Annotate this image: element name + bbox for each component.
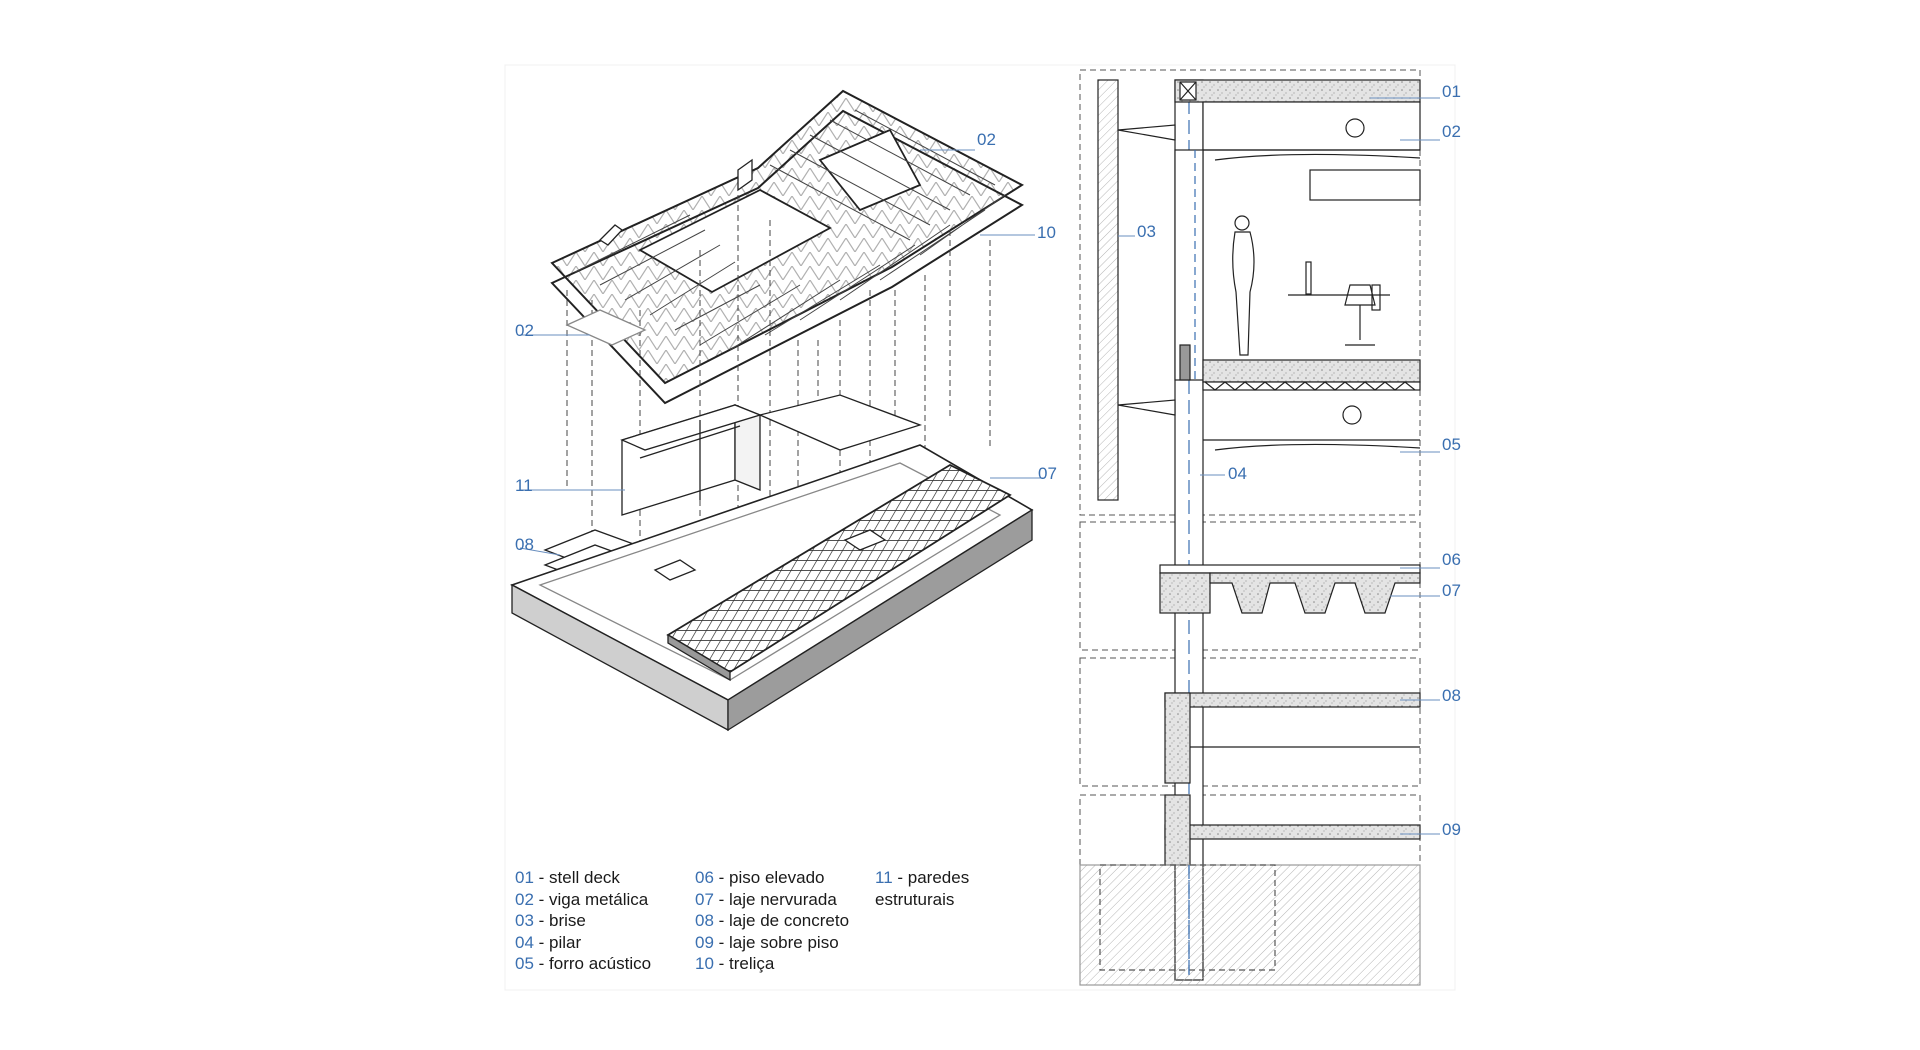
callout-sec-08: 08 (1442, 686, 1461, 705)
callout-sec-03: 03 (1137, 222, 1156, 241)
steel-deck-mid (1202, 359, 1421, 383)
legend-item: 10 - treliça (695, 954, 775, 973)
callout-sec-07: 07 (1442, 581, 1461, 600)
legend-item: 01 - stell deck (515, 868, 620, 887)
callout-sec-06: 06 (1442, 550, 1461, 569)
callout-axo-08: 08 (515, 535, 534, 554)
callout-sec-04: 04 (1228, 464, 1247, 483)
section-leaders (1118, 97, 1440, 835)
legend-item: 03 - brise (515, 911, 586, 930)
legend-item: 08 - laje de concreto (695, 911, 850, 930)
raised-floor (1159, 564, 1421, 574)
callout-sec-02: 02 (1442, 122, 1461, 141)
legend-item: 11 - paredes (875, 868, 970, 887)
callout-axo-07: 07 (1038, 464, 1057, 483)
callout-sec-05: 05 (1442, 435, 1461, 454)
beam-plate-left (565, 309, 647, 346)
axo-leaders (519, 149, 1045, 556)
legend-item: 09 - laje sobre piso (695, 932, 839, 952)
legend-item-continuation: estruturais (875, 889, 955, 909)
skylight (843, 529, 887, 551)
foundation (1079, 864, 1421, 986)
wall-section (1079, 69, 1421, 986)
legend-item: 04 - pilar (515, 932, 582, 952)
callout-axo-02-top: 02 (977, 130, 996, 149)
callout-axo-10: 10 (1037, 223, 1056, 242)
waffle-slab (666, 463, 1012, 682)
roof-truss-frame (550, 89, 1024, 405)
legend-item: 07 - laje nervurada (695, 889, 837, 909)
steel-deck-top (1174, 79, 1421, 103)
callout-axo-02-left: 02 (515, 321, 534, 340)
callout-axo-11: 11 (515, 476, 533, 495)
legend-column-3: 11 - paredes estruturais (875, 867, 969, 910)
legend-column-2: 06 - piso elevado 07 - laje nervurada 08… (695, 867, 849, 975)
office-furniture (1288, 261, 1390, 346)
legend-item: 02 - viga metálica (515, 889, 649, 909)
legend-item: 06 - piso elevado (695, 868, 825, 887)
legend-item: 05 - forro acústico (515, 954, 652, 973)
beam-upper (1202, 101, 1421, 151)
callout-sec-01: 01 (1442, 82, 1461, 101)
person-figure (1232, 215, 1255, 356)
ribbed-slab (1209, 572, 1421, 614)
concrete-slab (1164, 692, 1421, 708)
callout-sec-09: 09 (1442, 820, 1461, 839)
axonometric-drawing (509, 89, 1034, 732)
legend-column-1: 01 - stell deck 02 - viga metálica 03 - … (515, 867, 651, 975)
slab-on-ground (1164, 824, 1421, 840)
brise-panel (1097, 79, 1119, 501)
